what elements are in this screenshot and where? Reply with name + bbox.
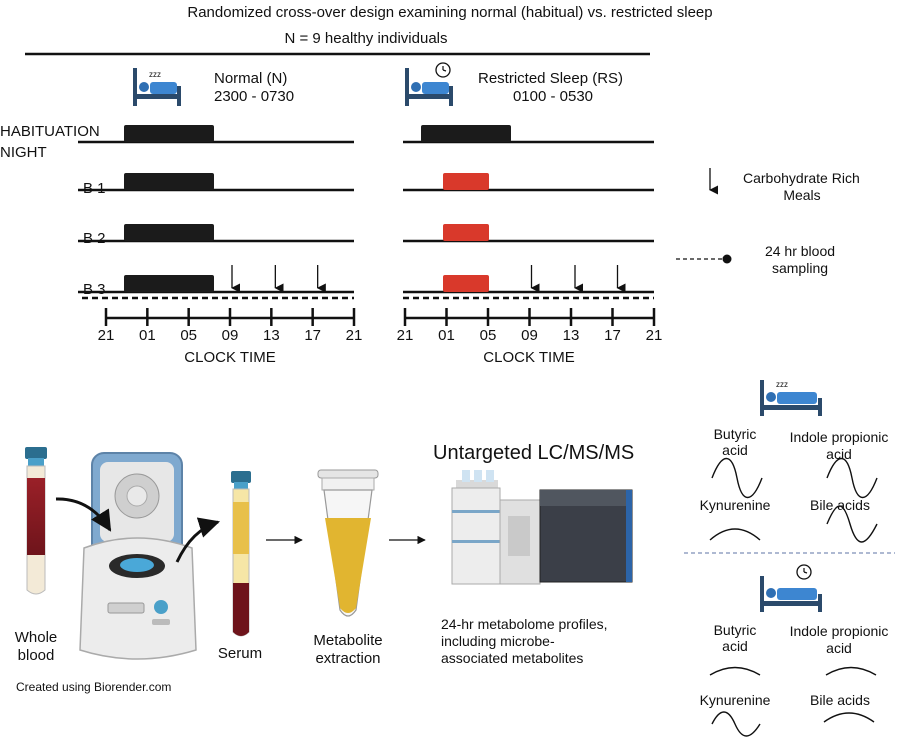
restricted-condition-time: 0100 - 0530: [512, 88, 594, 105]
bed-restricted-icon: [405, 62, 453, 106]
restricted-tick-label-5: 17: [604, 327, 621, 344]
normal-tick-label-2: 05: [180, 327, 197, 344]
restricted-tick-label-4: 13: [562, 327, 580, 344]
restricted-row-2-sleep-bar: [443, 224, 489, 241]
butyric-normal-curve: [711, 458, 763, 498]
whole-blood-tube-icon: [25, 447, 47, 595]
bile-restricted-curve: [823, 712, 875, 723]
indole-normal-label-2: acid: [826, 446, 852, 462]
page-title: Randomized cross-over design examining n…: [187, 4, 713, 21]
bile-restricted-label: Bile acids: [810, 692, 870, 708]
restricted-row-3-sleep-bar: [443, 275, 489, 292]
normal-row-0-sleep-bar: [124, 125, 214, 142]
axis-label-normal: CLOCK TIME: [184, 349, 276, 366]
normal-row-1-sleep-bar: [124, 173, 214, 190]
metabolite-clock-icon: [796, 564, 812, 580]
extraction-label-1: Metabolite: [313, 632, 383, 649]
bile-normal-label: Bile acids: [810, 497, 870, 513]
row-label-night: NIGHT: [0, 144, 47, 161]
butyric-restricted-label-2: acid: [722, 638, 748, 654]
normal-row-2-sleep-bar: [124, 224, 214, 241]
legend-sampling-line2: sampling: [771, 260, 829, 276]
legend-meals-line2: Meals: [783, 187, 821, 203]
indole-restricted-label-1: Indole propionic: [789, 623, 889, 639]
normal-tick-label-6: 21: [345, 327, 363, 344]
kynurenine-normal-curve: [709, 528, 761, 541]
butyric-restricted-curve: [709, 666, 761, 676]
row-label-b1: B 1: [83, 180, 106, 197]
normal-tick-label-5: 17: [304, 327, 321, 344]
whole-blood-label-1: Whole: [14, 629, 58, 646]
indole-normal-label-1: Indole propionic: [789, 429, 889, 445]
metabolite-restricted-bed-icon: [760, 564, 822, 612]
butyric-restricted-label-1: Butyric: [713, 622, 757, 638]
normal-condition-label: Normal (N): [214, 70, 288, 87]
normal-tick-label-1: 01: [138, 327, 156, 344]
restricted-tick-label-0: 21: [396, 327, 414, 344]
serum-label: Serum: [217, 645, 263, 662]
restricted-tick-label-6: 21: [645, 327, 663, 344]
restricted-tick-label-1: 01: [438, 327, 455, 344]
restricted-condition-label: Restricted Sleep (RS): [478, 70, 624, 87]
butyric-normal-label-2: acid: [722, 442, 748, 458]
from-centrifuge-arrow-icon: [175, 517, 221, 563]
page-subtitle: N = 9 healthy individuals: [284, 30, 448, 47]
metabolite-normal-bed-icon: zzz: [760, 380, 822, 416]
row-label-habituation: HABITUATION: [0, 123, 100, 140]
centrifuge-icon: [79, 452, 197, 660]
profiles-line-2: including microbe-: [441, 633, 555, 649]
indole-restricted-curve: [825, 666, 877, 676]
sampling-dot-legend-icon: [722, 254, 732, 264]
bile-normal-curve: [826, 505, 878, 543]
eppendorf-tube-icon: [317, 469, 379, 617]
extraction-label-2: extraction: [315, 650, 381, 667]
normal-condition-time: 2300 - 0730: [214, 88, 295, 105]
clock-icon: [435, 62, 451, 78]
row-label-b3: B 3: [83, 281, 106, 298]
restricted-row-0-sleep-bar: [421, 125, 511, 142]
timeline-group: [78, 125, 656, 326]
normal-tick-label-4: 13: [262, 327, 280, 344]
svg-text:zzz: zzz: [776, 380, 788, 389]
profiles-line-3: associated metabolites: [441, 650, 584, 666]
kynurenine-restricted-curve: [711, 711, 761, 737]
indole-normal-curve: [826, 458, 878, 498]
restricted-row-1-sleep-bar: [443, 173, 489, 190]
row-label-b2: B 2: [83, 230, 106, 247]
normal-tick-label-3: 09: [221, 327, 239, 344]
svg-text:zzz: zzz: [149, 70, 161, 79]
legend-sampling-line1: 24 hr blood: [764, 243, 836, 259]
credit-text: Created using Biorender.com: [16, 680, 172, 694]
normal-row-3-sleep-bar: [124, 275, 214, 292]
restricted-tick-label-2: 05: [479, 327, 497, 344]
to-centrifuge-arrow-icon: [55, 497, 112, 532]
legend-meals-line1: Carbohydrate Rich: [743, 170, 860, 186]
kynurenine-restricted-label: Kynurenine: [699, 692, 771, 708]
bed-normal-icon: zzz: [133, 68, 181, 106]
indole-restricted-label-2: acid: [826, 640, 852, 656]
kynurenine-normal-label: Kynurenine: [699, 497, 771, 513]
lcms-instrument-icon: [451, 470, 633, 585]
butyric-normal-label-1: Butyric: [713, 426, 757, 442]
normal-tick-label-0: 21: [97, 327, 115, 344]
lcms-title: Untargeted LC/MS/MS: [433, 442, 635, 464]
serum-tube-icon: [231, 471, 251, 637]
axis-label-restricted: CLOCK TIME: [483, 349, 575, 366]
whole-blood-label-2: blood: [17, 647, 55, 664]
restricted-tick-label-3: 09: [521, 327, 538, 344]
profiles-line-1: 24-hr metabolome profiles,: [441, 616, 608, 632]
